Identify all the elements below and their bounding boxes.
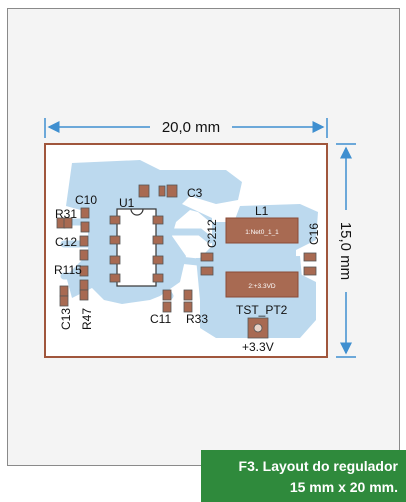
test-point-pad [247, 317, 269, 339]
label-c3: C3 [187, 186, 203, 200]
smd-pads [56, 184, 317, 313]
label-c16: C16 [307, 223, 321, 245]
caption-line-1: F3. Layout do regulador [238, 458, 398, 474]
label-r47: R47 [80, 308, 94, 330]
width-dimension: 20,0 mm [44, 118, 328, 138]
label-r115: R115 [54, 263, 82, 277]
label-3v3: +3.3V [242, 340, 274, 354]
caption-line-2: 15 mm x 20 mm. [289, 479, 398, 495]
label-u1: U1 [119, 196, 135, 210]
label-c10: C10 [75, 193, 97, 207]
pad-label-net1: 1:Net0_1_1 [245, 229, 279, 236]
label-tst-pt2: TST_PT2 [236, 303, 288, 317]
height-dimension: 15,0 mm [336, 143, 356, 358]
pad-label-net2: 2:+3.3VD [248, 283, 276, 290]
label-r31: R31 [55, 207, 77, 221]
label-c13: C13 [59, 308, 73, 330]
label-c11: C11 [150, 312, 171, 326]
width-label: 20,0 mm [162, 119, 220, 136]
figure-caption: F3. Layout do regulador 15 mm x 20 mm. [201, 450, 406, 502]
pcb-layout-diagram: 1:Net0_1_1 2:+3.3VD C10 U1 C3 R31 C12 R1… [44, 118, 356, 358]
label-l1: L1 [255, 204, 269, 218]
u1-chip [109, 208, 164, 287]
height-label: 15,0 mm [337, 222, 354, 280]
label-c212: C212 [205, 219, 219, 248]
l1-pads: 1:Net0_1_1 2:+3.3VD [225, 217, 299, 298]
label-r33: R33 [186, 312, 208, 326]
label-c12: C12 [55, 235, 77, 249]
